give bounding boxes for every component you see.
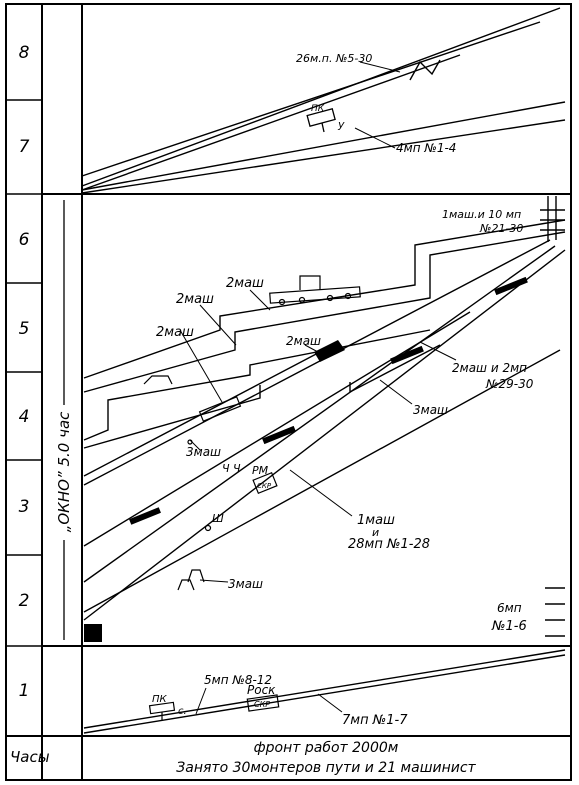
hour-label-4: 4: [19, 407, 30, 427]
middle-equipment: [143, 275, 361, 591]
bottom-leaders: [195, 687, 343, 715]
bottom-equipment: [148, 694, 280, 720]
label-skr-bottom: СКР: [254, 700, 270, 709]
label-six-mp: 6мп: [497, 601, 522, 615]
hour-labels: 8 7 6 5 4 3 2 1: [19, 43, 30, 701]
label-one-mash: 1маш: [357, 513, 395, 528]
label-rosk: Роск: [247, 683, 276, 697]
hour-label-5: 5: [19, 319, 30, 339]
label-mash-3: 2маш: [156, 325, 194, 340]
label-three-mash-a: 3маш: [413, 403, 448, 417]
middle-leaders: [179, 289, 457, 583]
label-u-top: у: [337, 118, 345, 131]
machines: [84, 276, 528, 642]
label-top-panel-lower: 4мп №1-4: [396, 141, 456, 155]
hours-header: Часы: [10, 748, 50, 766]
footer-line-2: Занято 30монтеров пути и 21 машинист: [176, 760, 476, 776]
label-mash-right-sub: №29-30: [485, 377, 534, 391]
label-u-glyph: Ч Ч: [222, 462, 241, 475]
hour-label-6: 6: [19, 230, 30, 250]
leader-top-lower: [354, 127, 396, 149]
label-top-right-sub: №21-30: [479, 222, 523, 235]
leader-top-upper: [359, 61, 401, 73]
footer-line-1: фронт работ 2000м: [254, 740, 399, 756]
window-label: „ОКНО” 5.0 час: [55, 411, 73, 533]
label-skr-mid: СКР: [257, 482, 272, 490]
outer-frame: [5, 3, 572, 781]
label-one-mash-and: и: [372, 526, 379, 539]
label-mash-right: 2маш и 2мп: [452, 361, 527, 375]
hour-label-7: 7: [19, 137, 30, 157]
hour-label-8: 8: [19, 43, 30, 63]
bottom-panel-lines: [83, 649, 566, 734]
top-panel-lines: [81, 7, 566, 194]
label-top-panel-upper: 26м.п. №5-30: [296, 52, 372, 65]
label-sh-glyph: Ш: [212, 512, 224, 525]
label-bottom-five: 5мп №8-12: [204, 673, 272, 687]
label-seven-mp: 7мп №1-7: [342, 713, 408, 728]
label-top-right: 1маш.и 10 мп: [442, 208, 521, 221]
label-pk-top: ПК: [311, 104, 325, 114]
label-six-mp-sub: №1-6: [491, 619, 527, 634]
label-mash-2: 2маш: [176, 292, 214, 307]
hour-label-3: 3: [19, 497, 30, 517]
label-mash-1: 2маш: [226, 276, 264, 291]
label-three-mash-b: 3маш: [186, 445, 221, 459]
hour-label-1: 1: [19, 681, 30, 701]
label-one-mash-sub: 28мп №1-28: [348, 537, 430, 552]
label-rm: РМ: [252, 464, 269, 477]
middle-panel-tracks: [83, 196, 566, 637]
top-panel-equipment: [306, 108, 336, 133]
hour-label-2: 2: [19, 591, 30, 611]
label-pk-bottom: ПК: [152, 694, 168, 705]
label-mash-4: 2маш: [286, 334, 321, 348]
label-s-mark: с.: [178, 706, 187, 717]
label-three-mash-c: 3маш: [228, 577, 263, 591]
